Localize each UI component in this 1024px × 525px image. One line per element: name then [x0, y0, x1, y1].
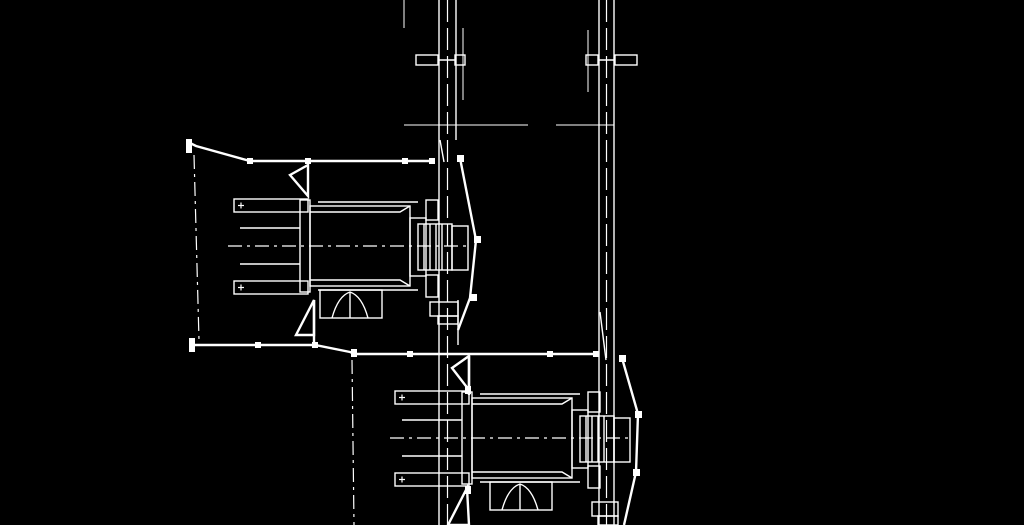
rail-clamp-right — [585, 54, 638, 66]
rail-clamp-left — [415, 54, 466, 66]
unit-2-assembly — [351, 311, 642, 525]
unit-1-assembly — [186, 139, 599, 357]
rail-left — [403, 0, 464, 525]
